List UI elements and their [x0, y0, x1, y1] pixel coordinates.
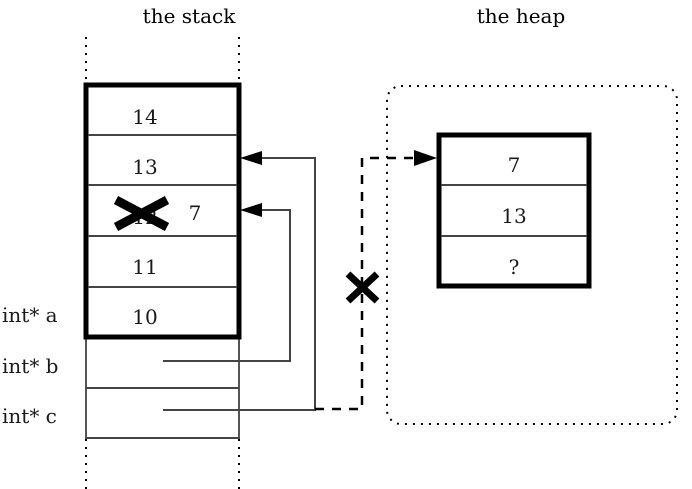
- heap-cell-value-0: 7: [508, 153, 521, 177]
- heap-link-arrowhead: [414, 150, 437, 166]
- heap-cell-value-2: ?: [509, 255, 520, 279]
- heap-block-outline: [436, 132, 592, 289]
- stack-cell-value-3: 11: [132, 255, 157, 279]
- stack-cell-value-1: 13: [132, 155, 157, 179]
- pointer-c-arrowhead: [240, 151, 262, 165]
- pointer-b-connector: [163, 203, 291, 362]
- stack-title: the stack: [143, 4, 237, 28]
- pointer-c-connector: [163, 151, 316, 411]
- stack-cell-value-2-replacement: 7: [189, 201, 202, 225]
- heap-title: the heap: [477, 4, 566, 28]
- heap-cell-value-1: 13: [501, 204, 526, 228]
- broken-link-x-icon: [345, 271, 380, 304]
- variable-label-c: int* c: [2, 404, 57, 428]
- stack-frame-outline: [83, 82, 242, 340]
- stack-cell-value-4: 10: [132, 305, 157, 329]
- pointer-b-arrowhead: [240, 203, 262, 217]
- struck-value-x-icon: [113, 196, 170, 231]
- stack-cell-value-0: 14: [132, 105, 157, 129]
- variable-label-a: int* a: [2, 303, 58, 327]
- variable-label-b: int* b: [2, 354, 58, 378]
